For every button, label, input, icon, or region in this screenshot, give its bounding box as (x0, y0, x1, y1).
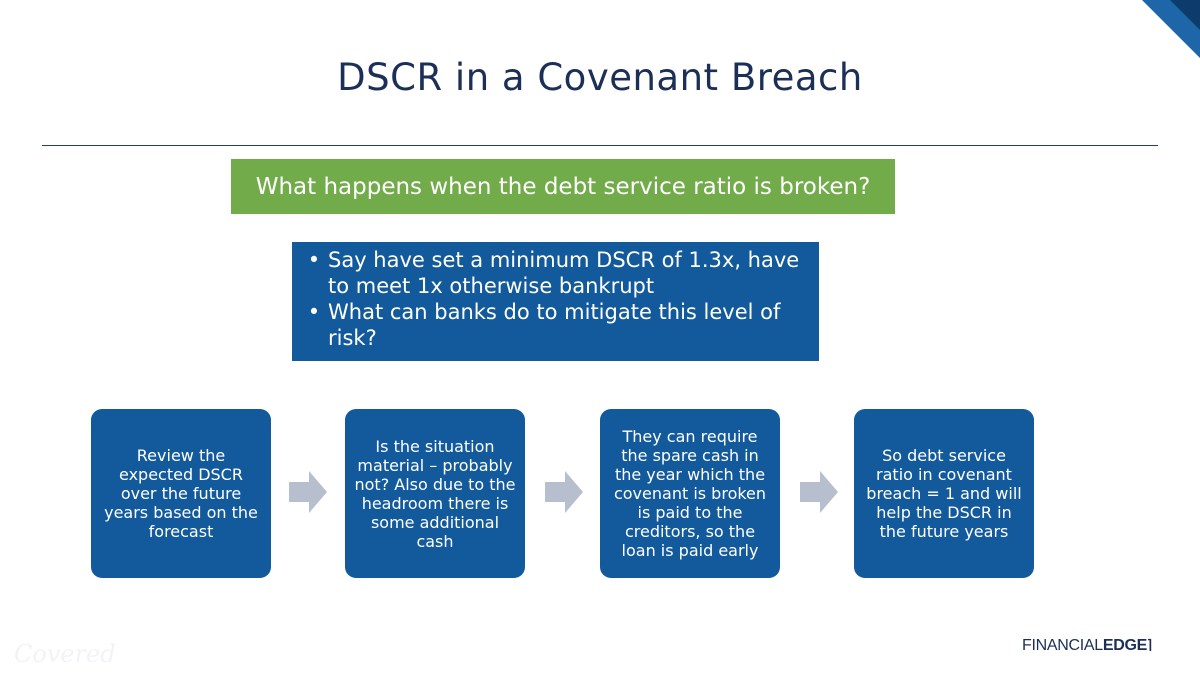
bullet-text: Say have set a minimum DSCR of 1.3x, hav… (328, 248, 800, 298)
process-step-2: Is the situation material – probably not… (345, 409, 525, 578)
process-step-3: They can require the spare cash in the y… (600, 409, 780, 578)
logo-mark-icon: ⌉ (1147, 637, 1152, 652)
step-text: Is the situation material – probably not… (354, 436, 516, 551)
bullet-box: • Say have set a minimum DSCR of 1.3x, h… (292, 242, 819, 361)
step-text: So debt service ratio in covenant breach… (866, 446, 1022, 541)
financial-edge-logo: FINANCIALEDGE⌉ (1022, 637, 1152, 655)
process-step-1: Review the expected DSCR over the future… (91, 409, 271, 578)
bullet-marker: • (307, 248, 321, 272)
slide-title: DSCR in a Covenant Breach (337, 56, 863, 99)
process-step-4: So debt service ratio in covenant breach… (854, 409, 1034, 578)
right-arrow-icon (800, 471, 838, 513)
bullet-item: • What can banks do to mitigate this lev… (300, 299, 805, 351)
question-text: What happens when the debt service ratio… (255, 173, 871, 200)
corner-accent-icon (1142, 0, 1200, 58)
logo-text-edge: EDGE (1102, 637, 1148, 654)
bullet-item: • Say have set a minimum DSCR of 1.3x, h… (300, 247, 805, 299)
right-arrow-icon (545, 471, 583, 513)
question-banner: What happens when the debt service ratio… (231, 159, 895, 214)
bullet-marker: • (307, 300, 321, 324)
step-text: Review the expected DSCR over the future… (104, 446, 258, 541)
step-text: They can require the spare cash in the y… (613, 427, 767, 560)
title-divider (42, 145, 1158, 146)
logo-text-financial: FINANCIAL (1022, 637, 1103, 654)
right-arrow-icon (289, 471, 327, 513)
watermark-logo: Covered (14, 640, 116, 668)
bullet-text: What can banks do to mitigate this level… (328, 300, 781, 350)
